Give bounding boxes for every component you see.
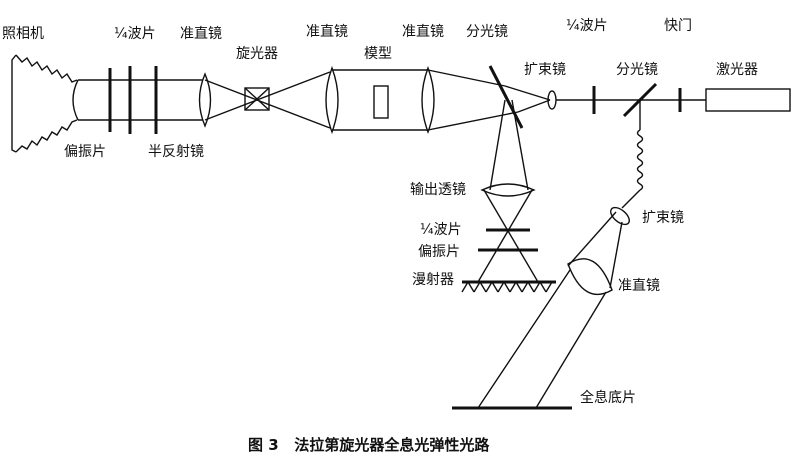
label-shutter: 快门 [664,18,692,34]
label-collimator-1: 准直镜 [180,25,222,42]
camera-lens [72,79,79,121]
label-output-lens: 输出透镜 [410,182,466,198]
beam-to-film [477,269,607,409]
label-quarter-wave-1: ¼波片 [114,26,156,42]
label-film: 全息底片 [580,389,636,406]
label-collimator-2: 准直镜 [306,23,348,40]
beam-expander-lens-2 [610,206,630,226]
beam-splitter-1 [488,65,524,129]
reference-fiber-path [621,100,644,209]
label-splitter-1: 分光镜 [466,24,508,40]
label-laser: 激光器 [716,61,758,78]
camera-bellows-top [15,54,78,83]
label-model: 模型 [364,46,392,62]
label-half-mirror: 半反射镜 [148,144,204,160]
label-expander-2: 扩束镜 [642,210,684,226]
beam-reference-divergent [567,211,623,289]
figure-caption: 图 3 法拉第旋光器全息光弹性光路 [248,436,490,454]
label-camera: 照相机 [2,26,44,42]
collimator-lens-4 [567,258,613,295]
collimator-lens-3 [421,66,435,134]
beam-model-section [332,69,428,131]
beam-diffuser-branch [477,189,539,283]
label-polarizer-1: 偏振片 [64,144,106,160]
label-splitter-2: 分光镜 [616,62,658,78]
label-diffuser: 漫射器 [412,272,454,288]
beam-output-branch [489,99,529,191]
laser [705,88,791,112]
camera [11,54,79,153]
label-rotator: 旋光器 [236,46,278,62]
diffuser [461,280,556,293]
collimator-lens-2 [325,66,339,134]
camera-bellows-bottom [15,119,78,153]
model [373,85,389,119]
label-collimator-4: 准直镜 [618,277,660,294]
label-quarter-wave-3: ¼波片 [420,222,462,238]
output-lens [480,183,536,197]
beam-rotator-section [204,71,331,129]
label-expander-1: 扩束镜 [524,62,566,78]
label-polarizer-2: 偏振片 [418,244,460,260]
collimator-lens-1 [198,72,212,128]
beam-left-section [78,79,203,121]
label-collimator-3: 准直镜 [402,23,444,40]
label-quarter-wave-2: ¼波片 [566,18,608,34]
beam-expander-1-section [504,85,551,113]
faraday-rotator [244,87,270,111]
